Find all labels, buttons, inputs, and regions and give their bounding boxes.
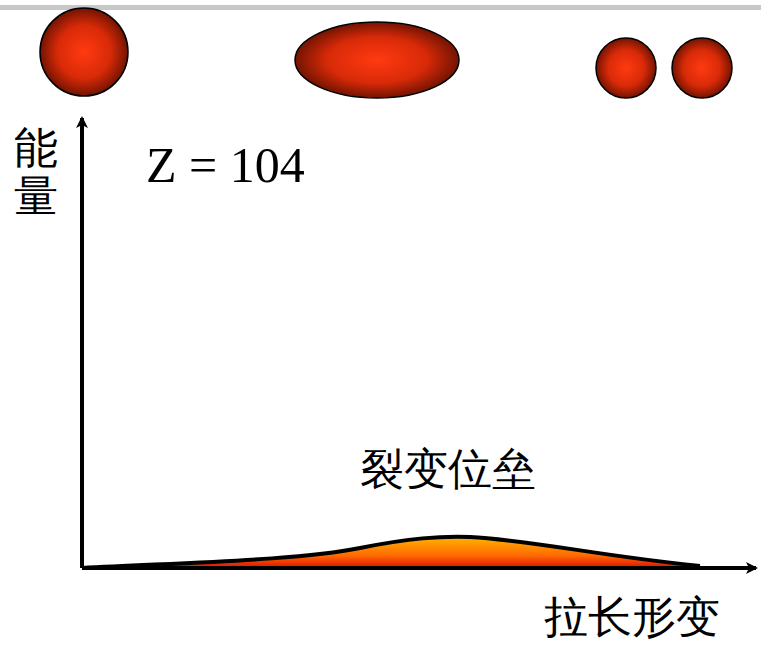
barrier-curve — [82, 537, 700, 568]
axis-label: 能量 — [14, 124, 58, 221]
barrier-fill — [82, 537, 700, 568]
sphere-nucleus — [40, 8, 128, 96]
barrier-label: 裂变位垒 — [360, 440, 536, 499]
charge-number: Z = 104 — [146, 136, 305, 194]
deformation-axis — [82, 566, 756, 570]
fragment-nucleus — [596, 38, 656, 98]
deformed-nucleus — [295, 22, 459, 98]
energy-axis — [80, 118, 84, 568]
axis-label: 拉长形变 — [544, 588, 720, 647]
top-rule — [0, 5, 761, 10]
fragment-nucleus — [672, 38, 732, 98]
